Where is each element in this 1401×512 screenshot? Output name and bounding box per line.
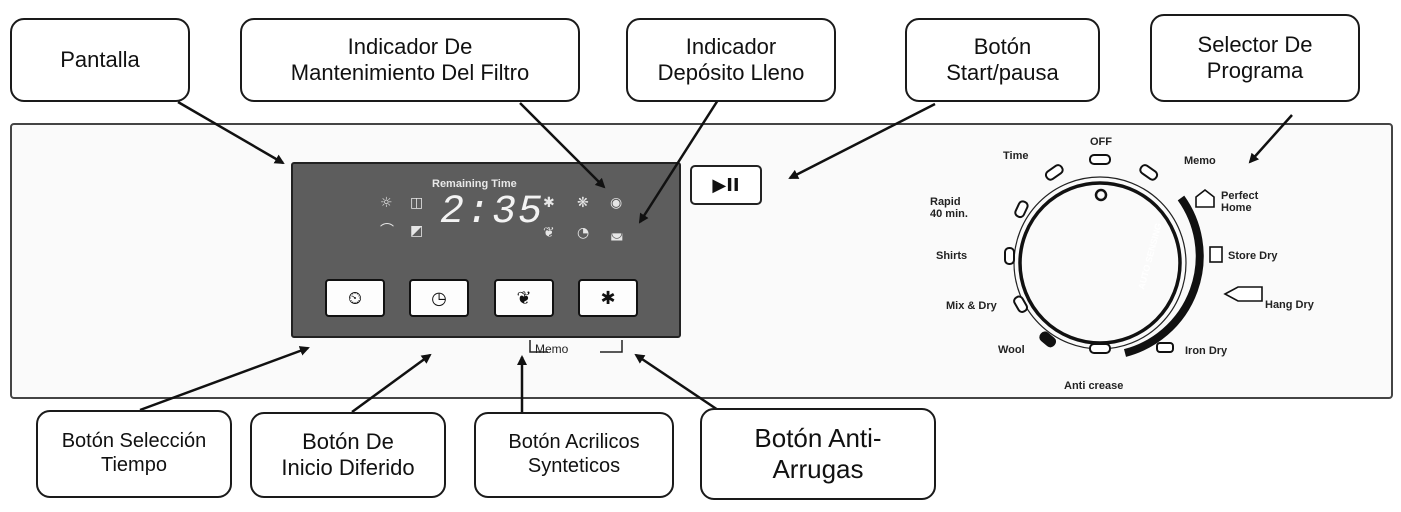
callout-antiarrugas-line2: Arrugas (772, 454, 864, 484)
fan-icon: ❋ (577, 195, 589, 211)
callout-selector-line1: Selector De (1197, 32, 1313, 58)
callout-antiarrugas-line1: Botón Anti- (754, 423, 882, 454)
dial-anti-crease-label: Anti crease (1064, 380, 1124, 392)
clock-icon: ⏲ (347, 287, 363, 309)
anti-crease-icon: ✱ (600, 287, 616, 309)
callout-diferido-line2: Inicio Diferido (281, 455, 415, 480)
callout-pantalla: Pantalla (10, 18, 190, 102)
start-pause-button[interactable]: ▶II (690, 165, 762, 205)
callout-tiempo-line2: Tiempo (101, 454, 167, 476)
dial-iron-dry-label: Iron Dry (1185, 345, 1228, 357)
callout-diferido-line1: Botón De (302, 429, 394, 455)
arrow-deposito (638, 99, 720, 224)
synthetics-button[interactable]: ❦ (494, 279, 554, 317)
store-icon: ◫ (410, 195, 424, 211)
arrow-filtro (519, 102, 606, 189)
dial-perfect-home-label: Perfect Home (1221, 190, 1259, 214)
callout-start-line2: Start/pausa (946, 60, 1059, 85)
arrow-start (788, 102, 936, 180)
callout-acrilicos-line1: Botón Acrilicos (508, 431, 640, 454)
arrow-pantalla (177, 100, 285, 165)
delay-start-button[interactable]: ◷ (409, 279, 469, 317)
callout-filtro-line2: Mantenimiento Del Filtro (290, 60, 530, 85)
dial-hang-dry-label: Hang Dry (1265, 299, 1314, 311)
callout-selector-line2: Programa (1206, 58, 1304, 83)
program-selector-knob (1018, 181, 1182, 345)
remaining-time-label: Remaining Time (432, 178, 517, 190)
callout-deposito: Indicador Depósito Lleno (626, 18, 836, 102)
callout-antiarrugas: Botón Anti- Arrugas (700, 408, 936, 500)
arrow-diferido (351, 353, 432, 414)
arrow-selector (1248, 114, 1293, 164)
dial-rapid-label: Rapid 40 min. (930, 196, 968, 220)
callout-filtro-line1: Indicador De (347, 34, 473, 60)
hanger-icon: ⌒ (380, 223, 394, 239)
callout-start-line1: Botón (973, 34, 1032, 60)
anti-crease-button[interactable]: ✱ (578, 279, 638, 317)
dial-shirts-label: Shirts (936, 250, 968, 262)
dial-wool-label: Wool (998, 344, 1025, 356)
tank-full-icon: ◛ (610, 225, 624, 241)
dial-mix-dry-label: Mix & Dry (946, 300, 997, 312)
sun-icon: ☼ (380, 195, 393, 211)
arrow-tiempo (139, 346, 310, 412)
time-display: 2:35 (440, 190, 545, 235)
callout-selector: Selector De Programa (1150, 14, 1360, 102)
delay-start-icon: ◷ (431, 287, 447, 309)
dial-memo-label: Memo (1184, 155, 1216, 167)
arrow-antiarrugas (634, 353, 719, 412)
iron-icon: ◩ (410, 223, 424, 239)
callout-pantalla-text: Pantalla (60, 47, 140, 73)
callout-deposito-line2: Depósito Lleno (657, 60, 805, 85)
knob-marker (1094, 188, 1108, 202)
memo-bracket (529, 340, 623, 353)
auto-sensing-arc (1123, 195, 1204, 357)
callout-diferido: Botón De Inicio Diferido (250, 412, 446, 498)
delay-indicator-icon: ◔ (577, 225, 590, 241)
callout-acrilicos-line2: Synteticos (527, 455, 621, 477)
leaf-icon: ❦ (516, 287, 532, 309)
leaf-indicator-icon: ❦ (543, 225, 555, 241)
callout-deposito-line1: Indicador (685, 34, 777, 60)
callout-acrilicos: Botón Acrilicos Synteticos (474, 412, 674, 498)
callout-filtro: Indicador De Mantenimiento Del Filtro (240, 18, 580, 102)
anti-crease-indicator-icon: ✱ (543, 195, 555, 211)
filter-maintenance-icon: ◉ (610, 195, 623, 211)
dial-time-label: Time (1003, 150, 1029, 162)
time-select-button[interactable]: ⏲ (325, 279, 385, 317)
dial-off-label: OFF (1090, 136, 1112, 148)
callout-start: Botón Start/pausa (905, 18, 1100, 102)
dial-store-dry-label: Store Dry (1228, 250, 1278, 262)
callout-tiempo: Botón Selección Tiempo (36, 410, 232, 498)
callout-tiempo-line1: Botón Selección (61, 430, 207, 453)
